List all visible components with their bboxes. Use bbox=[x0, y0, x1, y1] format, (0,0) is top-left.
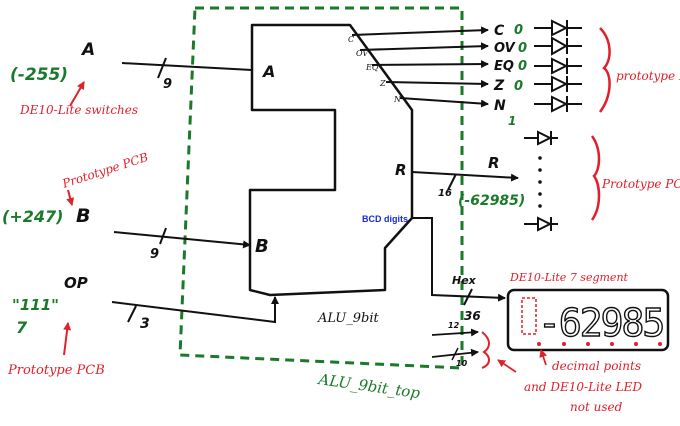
alu-port-r: R bbox=[395, 161, 407, 179]
alu-name: ALU_9bit bbox=[317, 311, 380, 326]
flag-state-eq: 0 bbox=[518, 59, 527, 74]
bcd-group: BCD digits Hex 36 12 10 bbox=[362, 214, 506, 369]
alu-flag-c: C bbox=[348, 35, 354, 44]
flag-out-z: Z bbox=[493, 78, 505, 94]
alu-names: ALU_9bit ALU_9bit_top bbox=[315, 311, 421, 402]
dp-note: decimal points bbox=[552, 359, 641, 373]
display-digits: -62985 bbox=[538, 301, 663, 345]
led-r-bottom-icon bbox=[524, 216, 558, 232]
input-b-width: 9 bbox=[150, 247, 159, 262]
led-eq-icon bbox=[534, 57, 582, 75]
input-a-source: DE10-Lite switches bbox=[19, 103, 138, 117]
decimal-point-dots bbox=[537, 342, 662, 346]
input-op-width: 3 bbox=[140, 316, 150, 332]
flag-out-c: C bbox=[494, 23, 505, 39]
r-out-label: R bbox=[488, 154, 500, 172]
input-op-value: "111" bbox=[12, 296, 59, 314]
flag-out-ov: OV bbox=[494, 41, 516, 56]
flag-state-n: 1 bbox=[508, 114, 516, 128]
flags-dest-note: prototype PCB bbox=[616, 69, 680, 83]
r-output-group: R R 16 (-62985) Prototype PCB bbox=[395, 130, 680, 232]
led-n-icon bbox=[534, 95, 582, 113]
seven-segment-group: DE10-Lite 7 segment -62985 decimal point… bbox=[497, 271, 670, 414]
alu-flag-ov: OV bbox=[356, 49, 369, 58]
seven-segment-display bbox=[506, 288, 670, 352]
alu-flag-n: N bbox=[393, 95, 402, 104]
led-r-top-icon bbox=[524, 130, 558, 146]
input-b-group: Prototype PCB B (+247) 9 B bbox=[2, 150, 269, 262]
flag-output-lines bbox=[351, 26, 489, 108]
alu-port-b: B bbox=[255, 236, 269, 257]
input-op-label: OP bbox=[64, 274, 88, 292]
r-dest-note: Prototype PCB bbox=[601, 177, 680, 191]
hex-width: 36 bbox=[464, 309, 481, 323]
input-a-group: A (-255) DE10-Lite switches 9 A bbox=[10, 40, 275, 117]
flag-state-ov: 0 bbox=[518, 41, 527, 56]
input-op-group: OP "111" 7 Prototype PCB 3 bbox=[7, 274, 279, 378]
alu-flag-eq: EQ bbox=[365, 63, 379, 72]
input-b-value: (+247) bbox=[2, 207, 63, 226]
led-c-icon bbox=[534, 19, 582, 37]
bcd-label: BCD digits bbox=[362, 214, 408, 224]
hex-label: Hex bbox=[452, 274, 477, 287]
flag-state-z: 0 bbox=[514, 79, 523, 94]
input-b-label: B bbox=[76, 205, 90, 227]
flag-state-c: 0 bbox=[514, 23, 523, 38]
blank-digit bbox=[521, 297, 537, 335]
led-ov-icon bbox=[534, 36, 582, 56]
not-used-note: not used bbox=[570, 400, 623, 414]
input-a-width: 9 bbox=[163, 77, 172, 92]
alu-top-name: ALU_9bit_top bbox=[315, 370, 421, 402]
led-width: 12 bbox=[448, 321, 460, 330]
input-a-label: A bbox=[80, 40, 95, 60]
alu-flag-labels: C OV EQ Z N bbox=[348, 35, 402, 104]
r-out-value: (-62985) bbox=[458, 193, 525, 209]
alu-body bbox=[248, 23, 414, 297]
led-note: and DE10-Lite LED bbox=[524, 380, 642, 394]
input-op-value-dec: 7 bbox=[16, 318, 28, 337]
led-z-icon bbox=[534, 75, 582, 93]
flag-out-eq: EQ bbox=[494, 59, 514, 74]
r-out-width: 16 bbox=[438, 188, 452, 199]
input-a-value: (-255) bbox=[10, 65, 68, 85]
input-b-source: Prototype PCB bbox=[60, 150, 150, 191]
led-dots bbox=[538, 156, 542, 208]
input-op-source: Prototype PCB bbox=[7, 363, 105, 378]
display-title: DE10-Lite 7 segment bbox=[509, 271, 629, 284]
alu-flag-z: Z bbox=[379, 79, 386, 88]
alu-port-a: A bbox=[261, 62, 275, 81]
flag-outputs: C OV EQ Z N 0 0 0 0 1 prototype PCB bbox=[493, 19, 680, 128]
flag-out-n: N bbox=[494, 98, 506, 114]
dp-width: 10 bbox=[456, 359, 468, 368]
